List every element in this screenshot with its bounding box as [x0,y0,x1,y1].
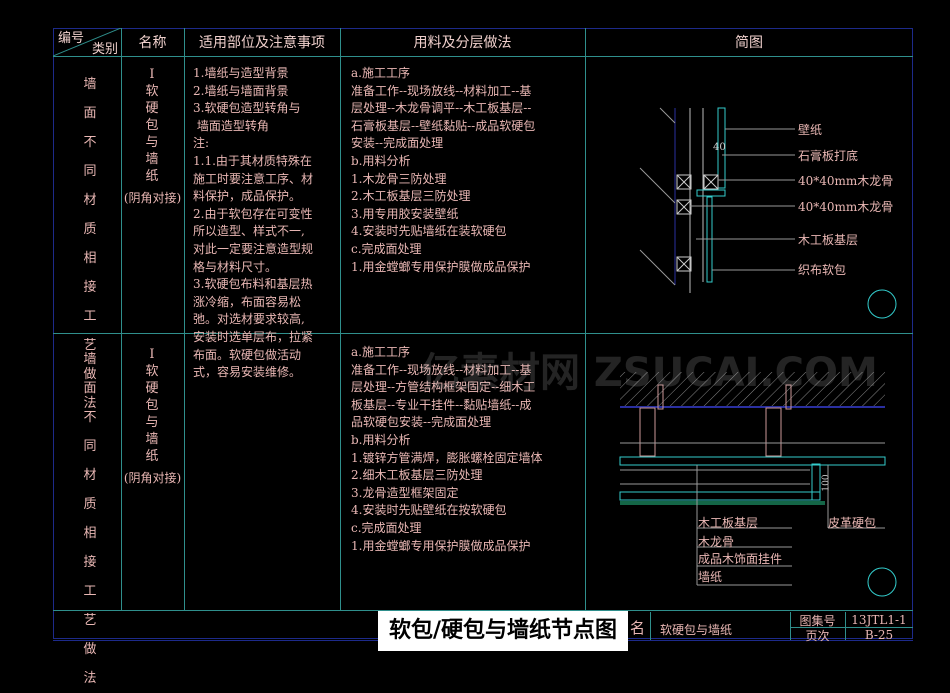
header-scope: 适用部位及注意事项 [199,35,325,51]
sketch-1-drawing [639,107,897,319]
divider [790,612,791,640]
row2-name-note: (阴角对接) [123,471,182,485]
divider [340,28,341,610]
atlas-label: 图集号 [799,614,836,628]
sketch-2-label: 成品木饰面挂件 [698,552,783,566]
header-materials: 用料及分层做法 [413,35,512,51]
header-category: 类别 [92,42,119,57]
row2-materials: a.施工工序准备工作--现场放线--材料加工--基层处理--方管结构框架固定--… [351,345,543,553]
page-value: B-25 [864,628,894,642]
sketch-1-dimension: 40 [713,142,726,153]
header-code: 编号 [58,31,85,46]
watermark: 亿素材网 ZSUCAI.COM [420,350,878,396]
divider [790,627,913,628]
sketch-1-label: 木工板基层 [798,233,859,247]
divider [53,56,913,57]
footer-name-label: 名 [630,619,646,637]
sketch-2-label: 木工板基层 [698,516,759,530]
page-label: 页次 [805,629,830,643]
drawing-title-banner: 软包/硬包与墙纸节点图 [378,611,628,651]
divider [53,333,913,334]
header-name: 名称 [138,35,167,51]
divider [121,28,122,610]
sketch-1-label: 壁纸 [798,123,823,137]
header-sketch: 简图 [735,35,763,51]
row1-category: 墙面不同材质相接工艺做法 [83,77,97,411]
row1-materials: a.施工工序准备工作--现场放线--材料加工--基层处理--木龙骨调平--木工板… [351,66,536,274]
sketch-1-label: 40*40mm木龙骨 [798,174,894,188]
sketch-1-label: 40*40mm木龙骨 [798,200,894,214]
sketch-2-drawing [619,372,897,597]
divider [184,28,185,610]
sketch-2-label: 皮革硬包 [828,516,877,530]
divider [53,610,913,611]
sketch-2-dimension: 100 [821,474,832,492]
sketch-1-label: 石膏板打底 [798,149,859,163]
header-diagonal [53,28,121,56]
sketch-2-label: 墙纸 [698,570,723,584]
footer-name-value: 软硬包与墙纸 [660,623,733,637]
row1-name-note: (阴角对接) [123,191,182,205]
sketch-1-label: 织布软包 [798,263,847,277]
divider [845,612,846,640]
divider [585,28,586,610]
divider [650,612,651,640]
atlas-value: 13JTL1-1 [851,613,907,627]
sketch-2-label: 木龙骨 [698,535,735,549]
